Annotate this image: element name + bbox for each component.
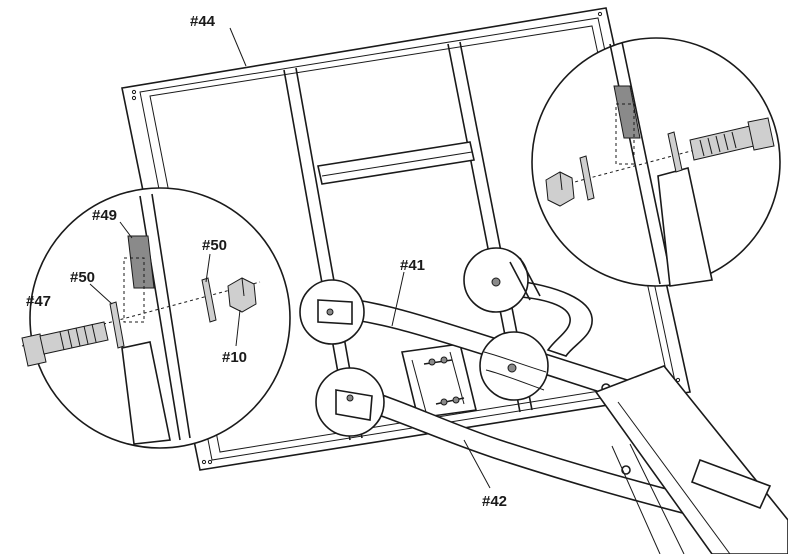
nut-icon — [545, 171, 575, 207]
bolt-icon — [689, 117, 775, 161]
label-washer-top: #50 — [202, 237, 227, 254]
label-lower-arm: #42 — [482, 493, 507, 510]
label-washer-left: #50 — [70, 269, 95, 286]
label-upper-arm: #41 — [400, 257, 425, 274]
detail-circle-right — [531, 37, 781, 287]
spacer-icon — [127, 235, 155, 289]
callout-circle-lower-left — [315, 367, 385, 437]
label-bolt: #47 — [26, 293, 51, 310]
detail-circle-left — [21, 187, 291, 449]
pole — [594, 365, 788, 554]
washer-icon — [109, 301, 125, 349]
label-backboard: #44 — [190, 13, 216, 30]
callout-circle-upper-left — [299, 279, 365, 345]
washer-icon — [667, 131, 683, 173]
mounting-bracket — [401, 343, 477, 419]
part-labels: #44 #41 #42 #50 #50 #49 #47 #10 — [26, 13, 507, 510]
label-spacer: #49 — [92, 207, 117, 224]
washer-icon — [579, 155, 595, 201]
callout-circle-center — [479, 331, 549, 401]
nut-icon — [227, 277, 257, 313]
bolt-icon — [21, 321, 109, 367]
label-nut: #10 — [222, 349, 247, 366]
bolt-icon — [423, 356, 453, 366]
callout-circle-upper-right — [463, 247, 541, 313]
bolt-icon — [435, 396, 465, 406]
leader-lines — [229, 27, 491, 489]
